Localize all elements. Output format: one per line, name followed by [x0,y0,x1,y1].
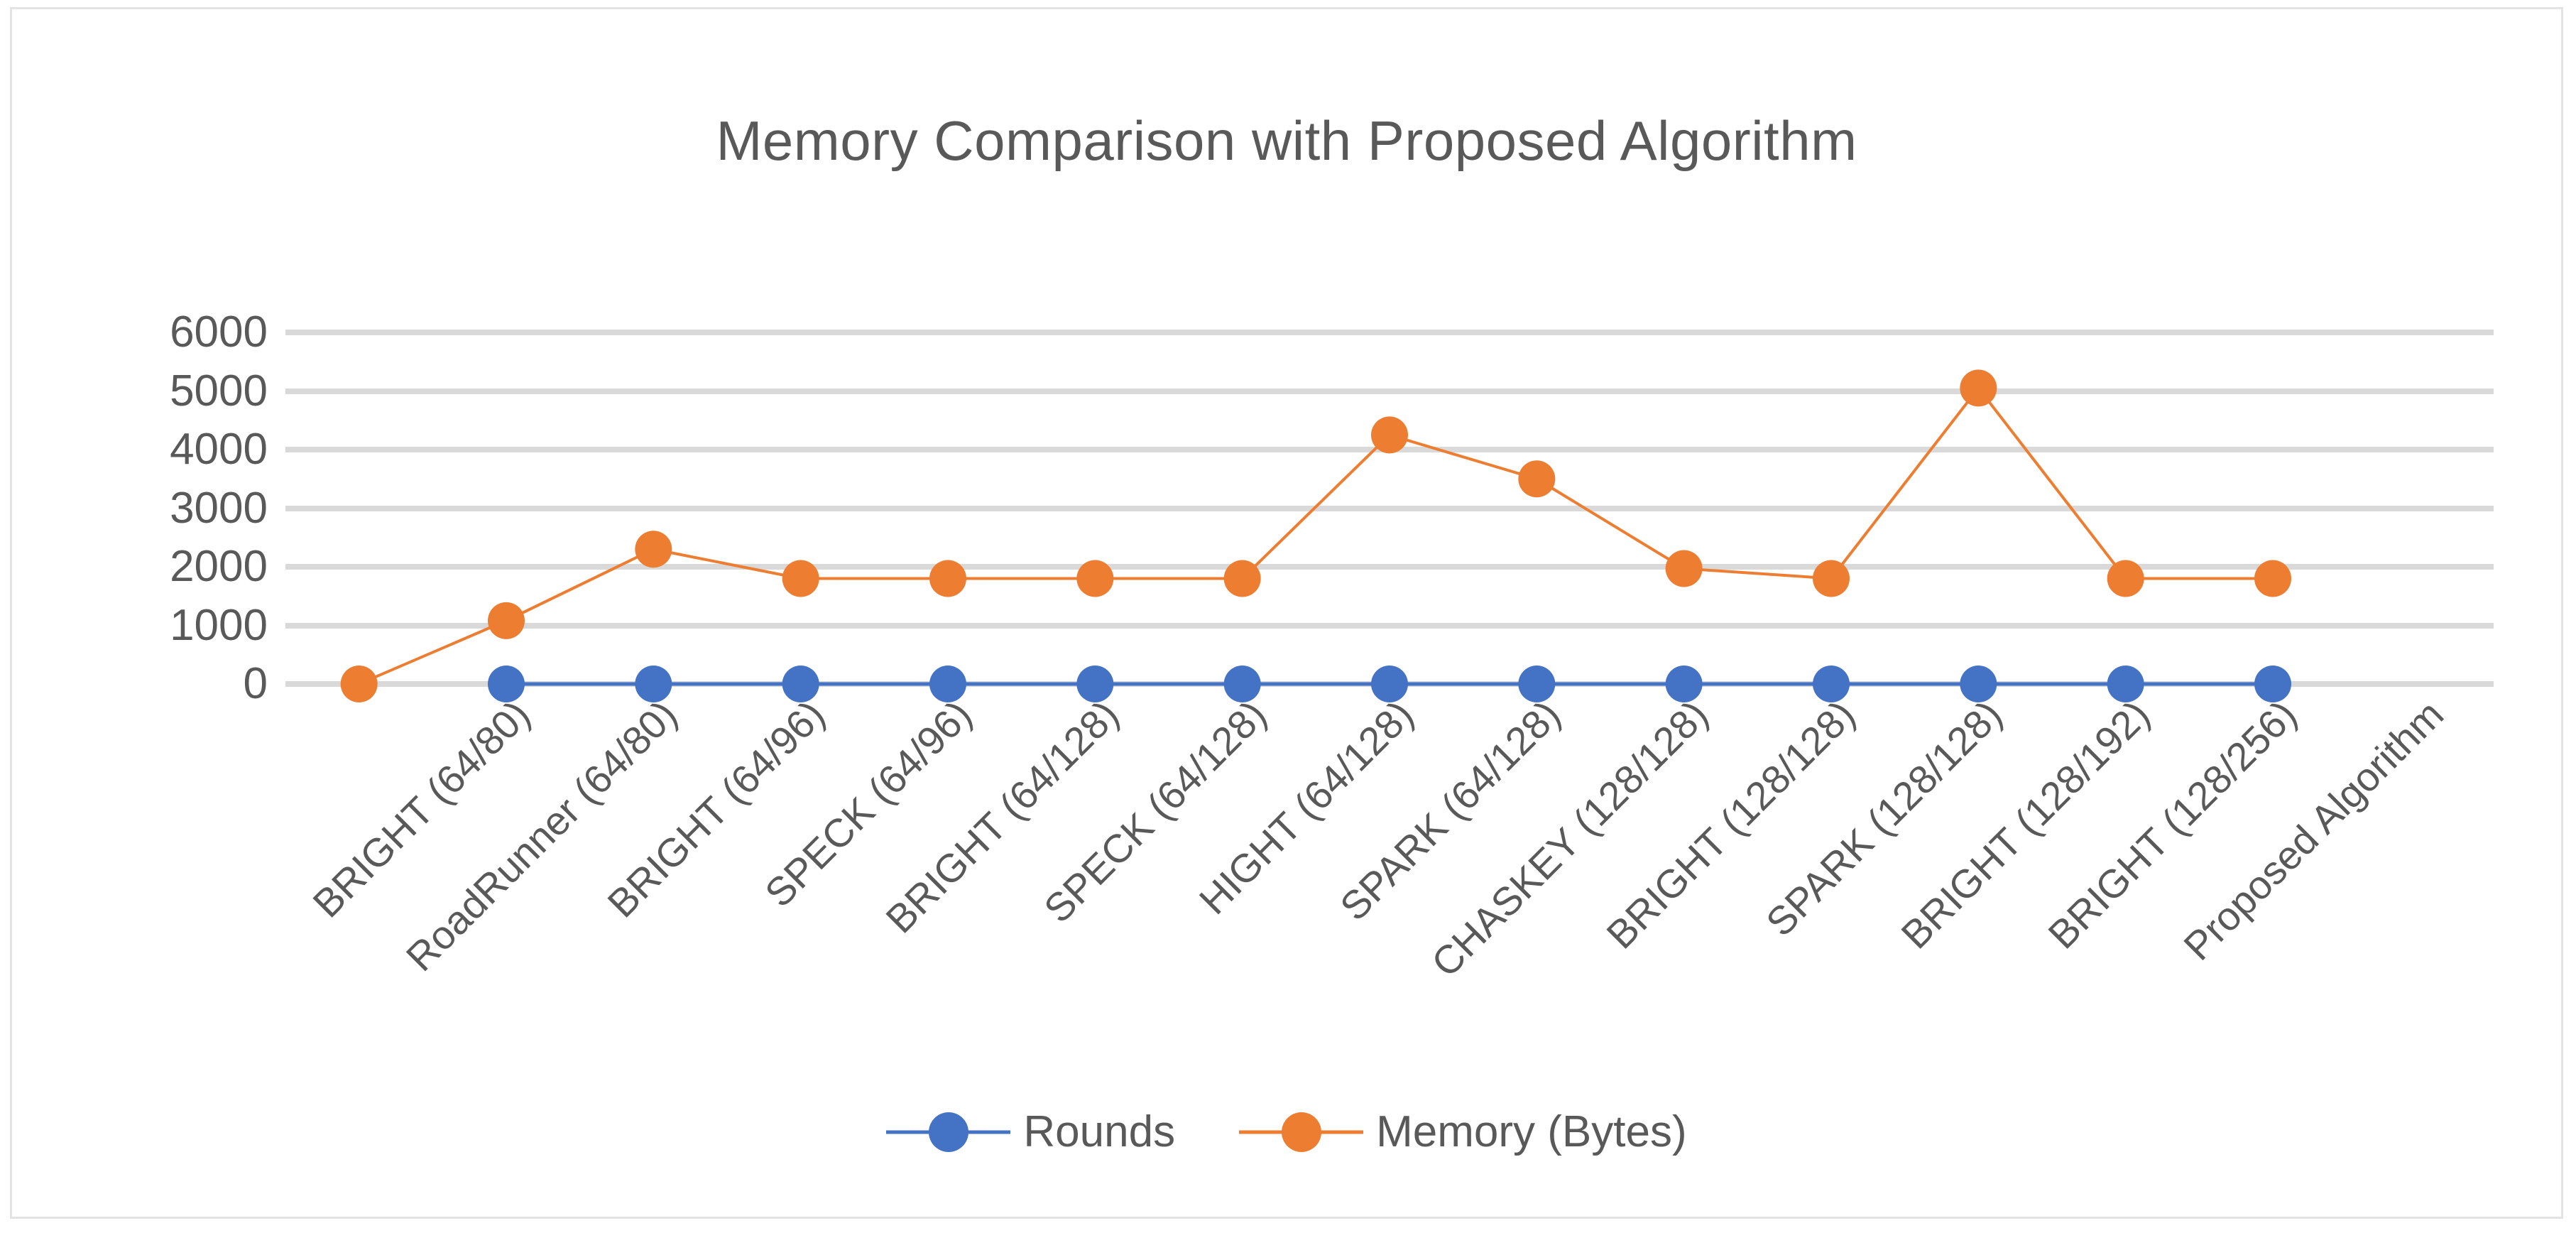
x-axis-tick-label-text: BRIGHT (128/192) [1892,691,2158,957]
x-axis-tick-label-text: RoadRunner (64/80) [398,691,686,980]
legend-label: Rounds [1023,1107,1176,1156]
x-axis-tick-label-text: BRIGHT (128/128) [1598,691,1864,957]
y-axis-tick-labels: 6000 5000 4000 3000 2000 1000 0 [55,310,268,706]
gridline [285,330,2494,335]
x-axis-tick-label-text: BRIGHT (128/256) [2039,691,2305,957]
chart-title: Memory Comparison with Proposed Algorith… [716,109,1857,172]
gridline [285,447,2494,452]
x-axis-tick-labels: BRIGHT (64/80)RoadRunner (64/80)BRIGHT (… [285,691,2494,1060]
chart-frame: Memory Comparison with Proposed Algorith… [10,7,2563,1219]
legend-item-rounds[interactable]: Rounds [886,1107,1175,1157]
chart-legend: Rounds Memory (Bytes) [12,1107,2561,1157]
x-axis-tick-label-text: CHASKEY (128/128) [1422,691,1716,986]
data-point-marker [488,602,525,639]
data-point-marker [1518,460,1556,498]
legend-dot-icon [1281,1112,1321,1152]
legend-item-memory-bytes[interactable]: Memory (Bytes) [1239,1107,1687,1157]
x-axis-tick-label-text: Proposed Algorithm [2175,691,2452,969]
y-axis-tick-label: 2000 [170,542,268,591]
y-axis-tick-label: 5000 [170,366,268,415]
legend-marker-icon [1239,1107,1364,1157]
legend-label: Memory (Bytes) [1376,1107,1687,1156]
y-axis-tick-label: 6000 [170,308,268,357]
gridline [285,388,2494,394]
y-axis-tick-label: 3000 [170,483,268,533]
legend-dot-icon [928,1112,968,1152]
y-axis-tick-label: 4000 [170,425,268,474]
y-axis-tick-label: 0 [243,659,268,708]
legend-marker-icon [886,1107,1011,1157]
y-axis-tick-label: 1000 [170,600,268,650]
